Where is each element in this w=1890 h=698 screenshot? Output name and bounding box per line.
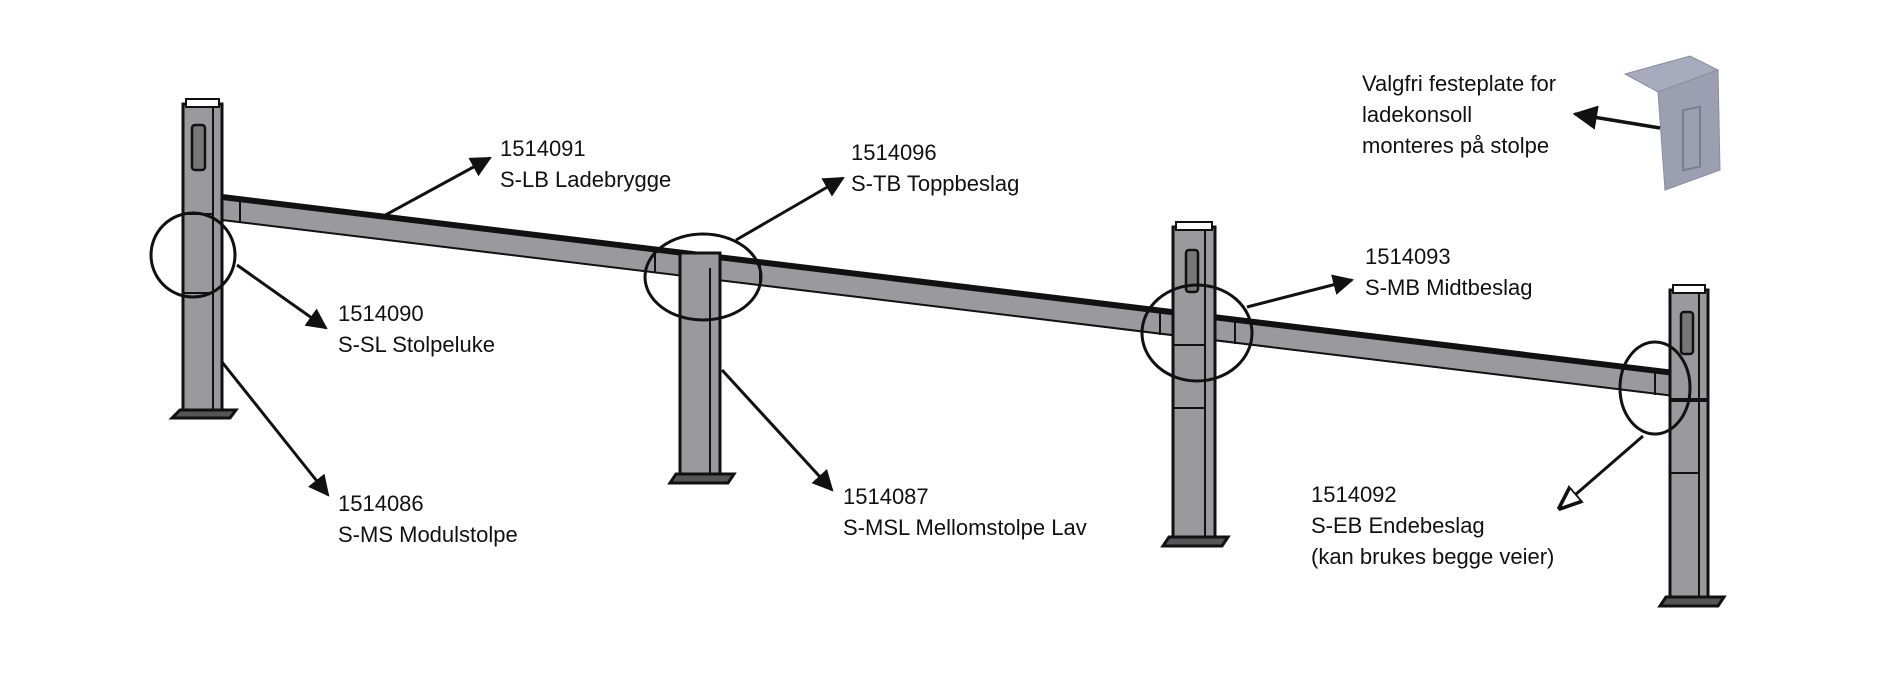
label-festeplate: Valgfri festeplate for ladekonsoll monte…: [1362, 68, 1556, 161]
detail-circle-endebeslag: [1618, 340, 1692, 436]
label-mellomstolpe: 1514087 S-MSL Mellomstolpe Lav: [843, 481, 1087, 543]
part-note: (kan brukes begge veier): [1311, 544, 1555, 569]
detail-circle-stolpeluke: [149, 211, 237, 299]
arrow-toppbeslag: [735, 176, 845, 242]
part-number: 1514087: [843, 484, 929, 509]
label-midtbeslag: 1514093 S-MB Midtbeslag: [1365, 241, 1533, 303]
post-modulstolpe-1: [168, 98, 239, 420]
plate-line-2: ladekonsoll: [1362, 102, 1473, 127]
part-name: S-EB Endebeslag: [1311, 513, 1485, 538]
label-ladebrygge: 1514091 S-LB Ladebrygge: [500, 133, 671, 195]
post-modulstolpe-2: [1160, 221, 1231, 548]
part-name: S-MSL Mellomstolpe Lav: [843, 515, 1087, 540]
label-modulstolpe: 1514086 S-MS Modulstolpe: [338, 488, 518, 550]
arrow-modulstolpe: [220, 361, 330, 497]
part-number: 1514090: [338, 301, 424, 326]
part-number: 1514086: [338, 491, 424, 516]
label-toppbeslag: 1514096 S-TB Toppbeslag: [851, 137, 1019, 199]
part-number: 1514093: [1365, 244, 1451, 269]
label-stolpeluke: 1514090 S-SL Stolpeluke: [338, 298, 495, 360]
detail-circle-toppbeslag: [643, 232, 763, 322]
part-number: 1514091: [500, 136, 586, 161]
part-name: S-TB Toppbeslag: [851, 171, 1020, 196]
part-name: S-MS Modulstolpe: [338, 522, 518, 547]
arrow-ladebrygge: [379, 156, 492, 220]
part-name: S-MB Midtbeslag: [1365, 275, 1533, 300]
post-mellomstolpe: [667, 251, 737, 485]
plate-line-1: Valgfri festeplate for: [1362, 71, 1557, 96]
post-modulstolpe-3: [1657, 284, 1727, 608]
arrow-endebeslag: [1560, 434, 1644, 508]
label-endebeslag: 1514092 S-EB Endebeslag (kan brukes begg…: [1311, 479, 1554, 572]
festeplate-bracket: [1623, 55, 1721, 191]
arrow-mellomstolpe: [720, 368, 834, 492]
arrow-festeplate: [1572, 105, 1661, 130]
arrow-stolpeluke: [236, 263, 328, 330]
arrow-midtbeslag: [1246, 274, 1355, 309]
part-name: S-SL Stolpeluke: [338, 332, 495, 357]
part-number: 1514096: [851, 140, 937, 165]
plate-line-3: monteres på stolpe: [1362, 133, 1550, 158]
detail-circle-midtbeslag: [1140, 283, 1254, 383]
part-number: 1514092: [1311, 482, 1397, 507]
part-name: S-LB Ladebrygge: [500, 167, 672, 192]
